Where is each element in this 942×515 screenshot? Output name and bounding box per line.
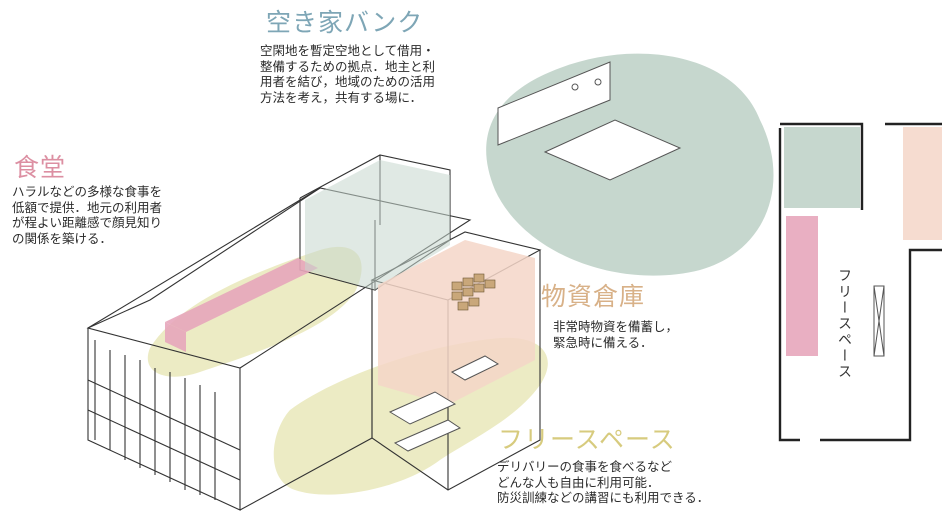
plan-free-space-label: フリースペース (836, 268, 852, 380)
soko-title: 物資倉庫 (541, 282, 646, 311)
shokudo-box (165, 258, 318, 332)
free-space-title: フリースペース (498, 425, 676, 454)
meeting-room-furniture (497, 61, 682, 181)
shokudo-yard-blob (147, 246, 362, 377)
free-space-description: デリバリーの食事を食べるなど どんな人も自由に利用可能． 防災訓練などの講習にも… (497, 459, 710, 505)
floor-plan (778, 122, 942, 442)
plan-akiya-room (784, 127, 860, 208)
plan-soko-area (903, 127, 942, 240)
storage-boxes-icon (451, 273, 496, 311)
akiya-box (305, 160, 450, 290)
shokudo-description: ハラルなどの多様な食事を 低額で提供．地元の利用者 が程よい距離感で顔見知り の… (12, 184, 163, 246)
akiya-description: 空閑地を暫定空地として借用・ 整備するための拠点．地主と利 用者を結び，地域のた… (260, 43, 436, 105)
akiya-title: 空き家バンク (266, 8, 424, 37)
shokudo-title: 食堂 (14, 153, 67, 182)
free-space-tables (388, 355, 500, 452)
soko-description: 非常時物資を備蓄し， 緊急時に備える． (553, 319, 679, 350)
plan-shokudo-area (786, 216, 818, 356)
shokudo-box-front (165, 322, 186, 352)
